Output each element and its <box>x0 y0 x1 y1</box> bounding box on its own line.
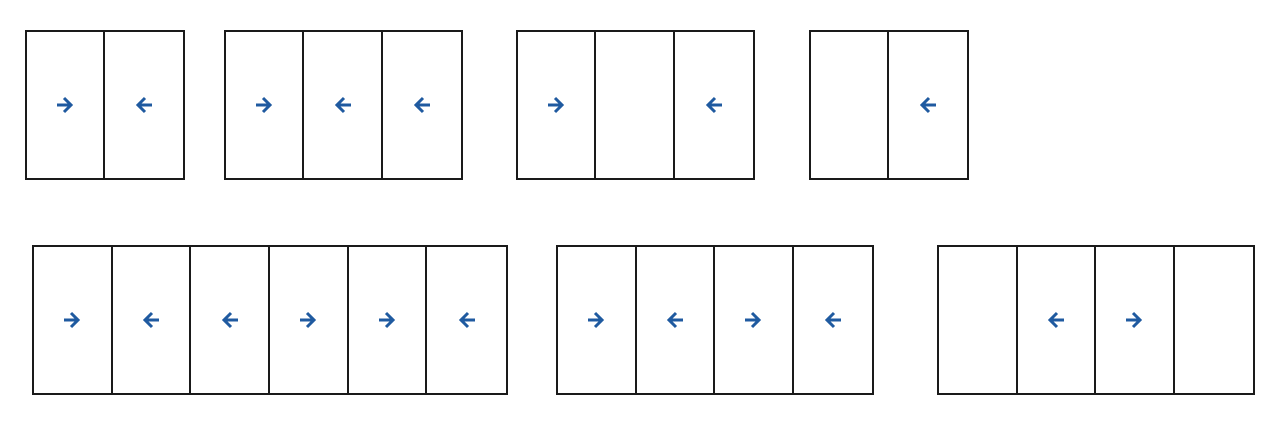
door-group <box>556 245 874 395</box>
door-panel <box>34 247 113 393</box>
door-panel <box>558 247 637 393</box>
left-arrow-icon <box>142 311 159 329</box>
left-arrow-icon <box>334 96 351 114</box>
door-panel <box>939 247 1018 393</box>
door-group <box>516 30 755 180</box>
left-arrow-icon <box>1047 311 1064 329</box>
left-arrow-icon <box>919 96 936 114</box>
door-panel <box>1096 247 1175 393</box>
door-group <box>32 245 508 395</box>
door-panel <box>383 32 461 178</box>
door-panel <box>1175 247 1253 393</box>
door-panel <box>349 247 428 393</box>
left-arrow-icon <box>413 96 430 114</box>
right-arrow-icon <box>256 96 273 114</box>
door-panel <box>518 32 597 178</box>
door-panel <box>596 32 675 178</box>
door-panel <box>226 32 305 178</box>
right-arrow-icon <box>300 311 317 329</box>
door-panel <box>675 32 753 178</box>
left-arrow-icon <box>666 311 683 329</box>
door-panel <box>1018 247 1096 393</box>
door-panel <box>715 247 794 393</box>
right-arrow-icon <box>57 96 74 114</box>
right-arrow-icon <box>64 311 81 329</box>
door-panel <box>637 247 715 393</box>
right-arrow-icon <box>745 311 762 329</box>
right-arrow-icon <box>548 96 565 114</box>
door-panel <box>794 247 872 393</box>
door-panel <box>270 247 349 393</box>
right-arrow-icon <box>588 311 605 329</box>
door-group <box>25 30 185 180</box>
right-arrow-icon <box>379 311 396 329</box>
left-arrow-icon <box>824 311 841 329</box>
door-panel <box>811 32 890 178</box>
door-panel <box>113 247 192 393</box>
left-arrow-icon <box>705 96 722 114</box>
door-panel <box>427 247 506 393</box>
door-panel <box>304 32 383 178</box>
left-arrow-icon <box>135 96 152 114</box>
left-arrow-icon <box>221 311 238 329</box>
door-panel <box>191 247 271 393</box>
door-panel <box>105 32 183 178</box>
door-group <box>809 30 969 180</box>
door-group <box>224 30 463 180</box>
right-arrow-icon <box>1126 311 1143 329</box>
left-arrow-icon <box>458 311 475 329</box>
door-panel <box>889 32 967 178</box>
door-panel <box>27 32 106 178</box>
door-group <box>937 245 1255 395</box>
